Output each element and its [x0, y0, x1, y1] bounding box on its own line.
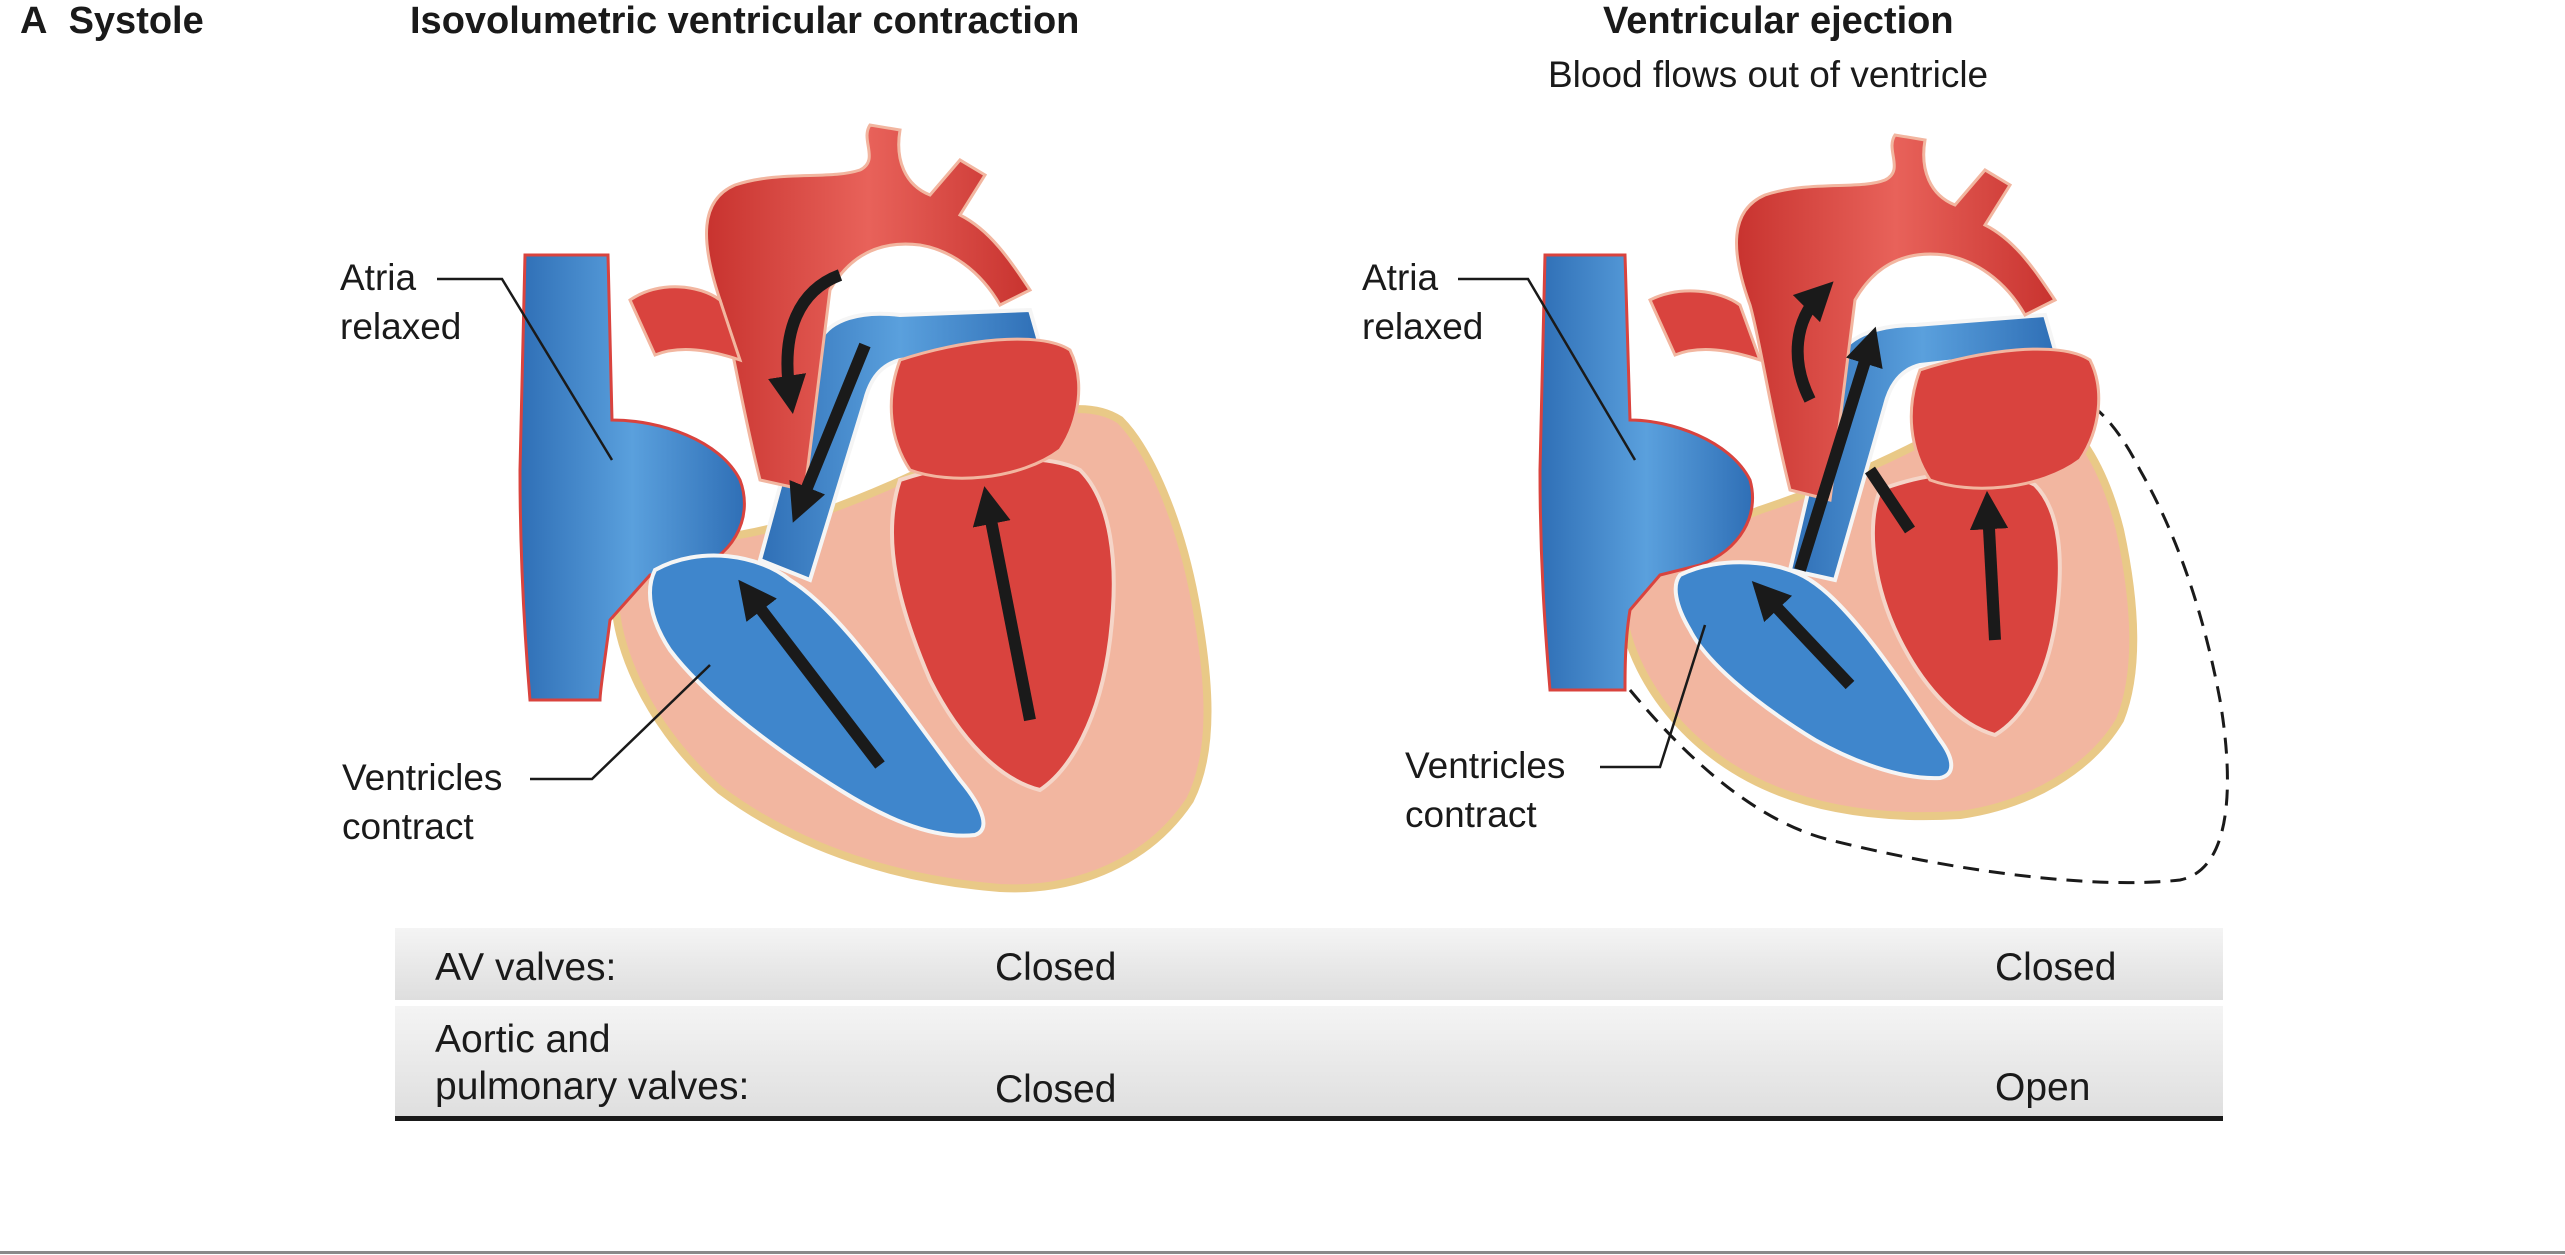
- left-ventricles-label: Ventricles contract: [342, 753, 502, 851]
- right-flow-arrow-aorta: [1791, 281, 1834, 403]
- right-flow-arrow-rv: [1751, 581, 1855, 690]
- leader-lines: [437, 277, 1707, 781]
- right-ventricles-label: Ventricles contract: [1405, 741, 1565, 839]
- right-panel-subtitle: Blood flows out of ventricle: [1548, 54, 1989, 95]
- left-ventricles-leader: [530, 664, 711, 781]
- left-flow-arrow-aortic-arch: [768, 269, 843, 414]
- right-flow-arrow-lv-outflow: [1865, 466, 1915, 534]
- section-heading: A Systole: [20, 0, 204, 43]
- right-atria-label: Atria relaxed: [1362, 253, 1483, 351]
- right-aorta: [1735, 133, 2058, 502]
- right-ventricles-label-line1: Ventricles: [1405, 745, 1566, 786]
- semilunar-valves-label-line2: pulmonary valves:: [435, 1065, 750, 1108]
- semilunar-valves-right-state: Open: [1995, 1066, 2091, 1109]
- left-flow-arrow-rv: [738, 579, 885, 769]
- av-valves-label: AV valves:: [435, 946, 617, 989]
- semilunar-valves-label-line1: Aortic and: [435, 1018, 611, 1061]
- left-pulmonary-veins: [628, 285, 743, 363]
- right-flow-arrow-pulmonary: [1794, 326, 1883, 572]
- right-ventricles-label-line2: contract: [1405, 794, 1537, 835]
- section-letter: A: [20, 0, 48, 42]
- left-atria-leader: [437, 277, 614, 461]
- right-ventricles-leader: [1600, 624, 1707, 769]
- right-flow-arrow-lv: [1969, 490, 2009, 641]
- left-left-ventricle: [889, 457, 1116, 793]
- left-ventricles-label-line2: contract: [342, 806, 474, 847]
- right-atria-label-line1: Atria: [1362, 257, 1439, 298]
- left-flow-arrow-lv: [972, 486, 1036, 722]
- right-atria-label-line2: relaxed: [1362, 306, 1484, 347]
- av-valves-left-state: Closed: [995, 946, 1117, 989]
- left-atria-label-line2: relaxed: [340, 306, 462, 347]
- page-bottom-border: [0, 1251, 2565, 1254]
- left-vena-cava: [518, 253, 746, 702]
- right-atria-leader: [1458, 277, 1637, 461]
- right-pulmonary-veins: [1648, 289, 1763, 363]
- right-left-atrium: [1909, 347, 2101, 490]
- left-left-atrium: [889, 337, 1081, 480]
- section-name: Systole: [68, 0, 204, 42]
- right-ventricle-outline-dashed: [1628, 398, 2229, 885]
- valve-table-row-av: [395, 928, 2223, 1000]
- right-panel-title: Ventricular ejection: [1603, 0, 1954, 42]
- semilunar-valves-left-state: Closed: [995, 1068, 1117, 1111]
- av-valves-right-state: Closed: [1995, 946, 2117, 989]
- valve-table-bottom-rule: [395, 1116, 2223, 1121]
- left-panel-title: Isovolumetric ventricular contraction: [410, 0, 1080, 42]
- left-atria-label-line1: Atria: [340, 257, 417, 298]
- left-pulmonary-trunk: [757, 307, 1043, 583]
- right-vena-cava: [1538, 253, 1755, 692]
- left-flow-arrow-pulmonary: [789, 342, 871, 523]
- left-right-ventricle: [648, 553, 986, 838]
- right-heart: [1538, 133, 2229, 885]
- right-right-ventricle: [1673, 560, 1954, 781]
- left-ventricles-label-line1: Ventricles: [342, 757, 503, 798]
- left-heart: [518, 123, 1212, 893]
- left-atria-label: Atria relaxed: [340, 253, 461, 351]
- valve-table-row-semilunar: [395, 1006, 2223, 1121]
